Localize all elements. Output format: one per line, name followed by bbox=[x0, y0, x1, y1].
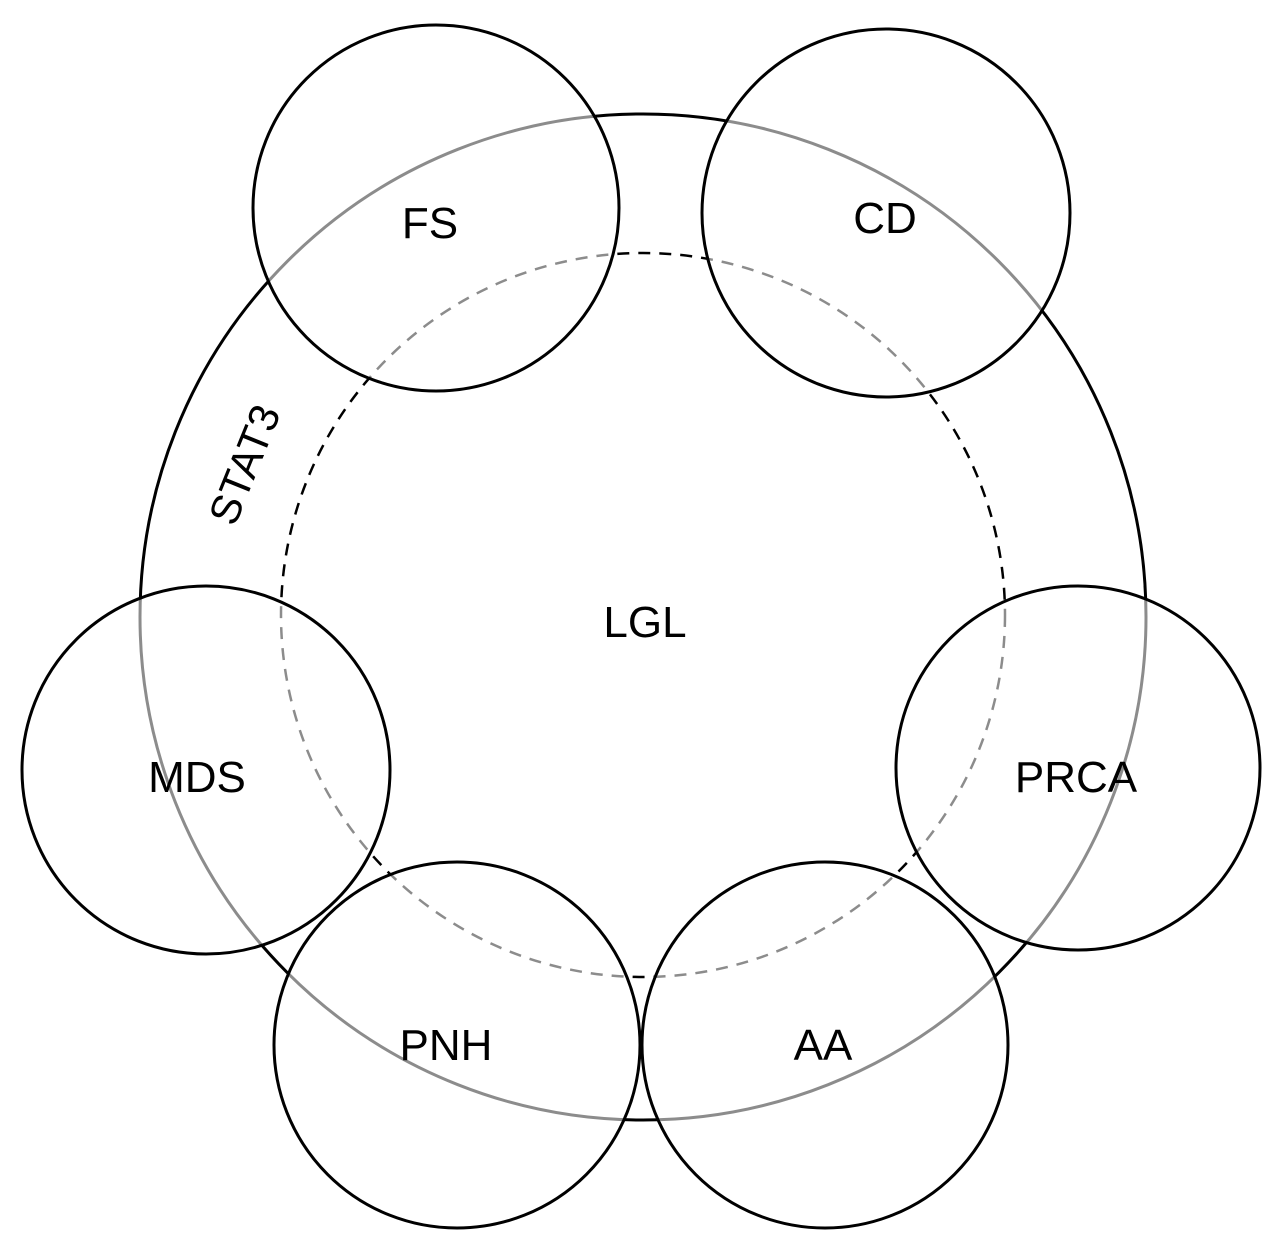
disease-circle-fs bbox=[251, 23, 621, 393]
label-cd: CD bbox=[853, 194, 917, 243]
disease-circle-cd bbox=[700, 27, 1072, 399]
label-mds: MDS bbox=[148, 753, 246, 802]
disease-circle-prca bbox=[894, 584, 1262, 952]
label-fs: FS bbox=[402, 199, 458, 248]
label-pnh: PNH bbox=[400, 1021, 493, 1070]
label-lgl: LGL bbox=[603, 598, 686, 647]
disease-circles bbox=[20, 23, 1262, 1230]
disease-circle-pnh bbox=[272, 860, 642, 1230]
disease-circle-mds bbox=[20, 584, 392, 956]
label-prca: PRCA bbox=[1015, 753, 1138, 802]
label-stat3: STAT3 bbox=[199, 398, 289, 531]
disease-circle-aa bbox=[640, 860, 1010, 1230]
label-aa: AA bbox=[794, 1021, 853, 1070]
